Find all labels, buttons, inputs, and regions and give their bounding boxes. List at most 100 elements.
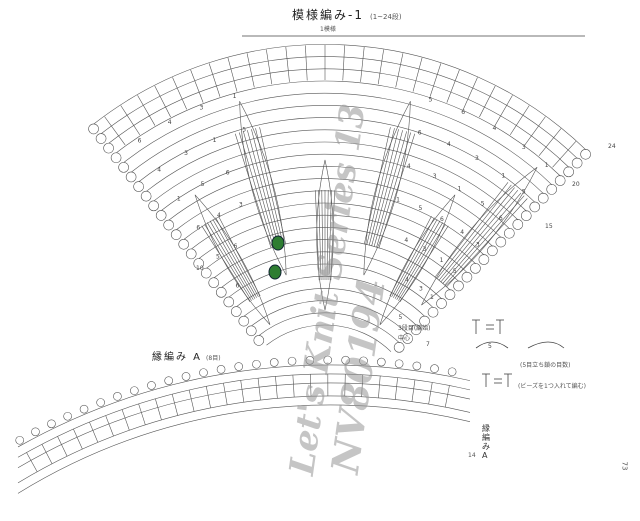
edge-scallop — [200, 267, 212, 279]
leaf-motif — [316, 159, 334, 311]
stitch-count: 3 — [522, 144, 526, 151]
symbol-legend — [472, 319, 565, 387]
row-arc — [206, 227, 459, 282]
row-arc — [228, 263, 434, 308]
stitch-count: 3 — [433, 173, 437, 180]
stitch-count: 3 — [423, 246, 427, 253]
row-label: 20 — [572, 181, 580, 188]
edging-picot — [113, 392, 122, 401]
edge-scallop — [125, 171, 137, 183]
stitch-line — [171, 394, 179, 416]
stitch-line — [479, 85, 496, 118]
stitch-line — [266, 49, 273, 85]
stitch-line — [57, 436, 68, 457]
stitch-line — [378, 375, 381, 398]
stitch-line — [89, 421, 99, 443]
stitch-line — [205, 386, 211, 408]
stitch-count: 3 — [475, 155, 479, 162]
edging-picot — [216, 365, 226, 374]
stitch-line — [440, 189, 519, 283]
stitch-count: 4 — [460, 229, 464, 236]
stitch-line — [73, 428, 83, 450]
stitch-count: 1 — [213, 137, 217, 144]
stitch-count: 5 — [453, 268, 457, 275]
edging-picot — [323, 355, 333, 365]
edging-row-label: 14 — [468, 452, 476, 459]
stitch-line — [275, 376, 278, 399]
stitch-count: 1 — [177, 195, 181, 202]
bead-icon — [268, 264, 282, 280]
leaf-motif — [421, 166, 538, 306]
edging-picot — [199, 368, 208, 377]
edging-picot — [412, 361, 422, 371]
edging-picot — [130, 386, 139, 395]
leaf-motif — [239, 101, 287, 276]
edging-picot — [252, 359, 261, 369]
edge-scallop — [103, 142, 114, 154]
stitch-count: 3 — [184, 150, 188, 157]
stitch-line — [238, 132, 274, 248]
edging-picot — [394, 359, 404, 369]
stitch-count: 6 — [499, 215, 503, 222]
stitch-count: 5 — [201, 181, 205, 188]
leaf-motif — [194, 194, 271, 325]
edge-scallop — [504, 227, 515, 239]
edging-picot — [147, 381, 156, 390]
stitch-line — [399, 225, 449, 302]
stitch-count: 1 — [501, 172, 505, 179]
edge-scallop — [571, 157, 583, 169]
edge-scallop — [110, 152, 122, 164]
stitch-line — [378, 133, 416, 249]
row-arc — [198, 214, 468, 273]
edge-scallop — [478, 254, 490, 265]
stitch-line — [393, 219, 438, 298]
row-arc — [176, 178, 493, 247]
row-arc — [243, 288, 417, 326]
stitch-line — [104, 116, 126, 146]
stitch-count: 4 — [405, 276, 409, 283]
stitch-line — [305, 45, 308, 81]
leaf-motif — [363, 101, 411, 276]
stitch-count: 4 — [157, 166, 161, 173]
stitch-line — [394, 377, 398, 400]
edge-scallop — [230, 306, 242, 317]
stitch-line — [538, 128, 562, 156]
edging-picot — [47, 419, 56, 429]
stitch-line — [121, 409, 130, 431]
edging-picot — [359, 356, 368, 366]
edge-scallop — [419, 315, 430, 327]
stitch-count: 6 — [138, 137, 142, 144]
stitch-line — [315, 190, 320, 281]
row-label: 7 — [426, 341, 430, 348]
bead-icons — [268, 235, 285, 280]
row-label: 15 — [545, 223, 553, 230]
edge-scallop — [487, 245, 498, 257]
edge-scallop — [253, 335, 265, 346]
stitch-line — [376, 132, 412, 248]
stitch-line — [434, 182, 509, 278]
stitch-line — [429, 63, 442, 97]
legend-chain-count: 5 — [488, 343, 492, 350]
edge-scallop — [215, 287, 227, 298]
stitch-count: 3 — [419, 286, 423, 293]
stitch-line — [246, 53, 255, 88]
stitch-line — [206, 222, 254, 300]
edging-picot — [15, 435, 25, 445]
stitch-line — [446, 198, 528, 288]
stitch-line — [318, 190, 322, 281]
stitch-line — [444, 195, 525, 286]
edge-scallop — [246, 325, 257, 337]
edge-scallop — [470, 263, 481, 274]
row-arc — [123, 92, 553, 186]
stitch-line — [227, 57, 238, 92]
edging-picot — [31, 427, 40, 437]
edge-scallop — [185, 248, 197, 260]
edge-scallop — [133, 181, 144, 192]
stitch-line — [188, 389, 195, 412]
stitch-count: 5 — [398, 314, 402, 321]
row-arc — [236, 275, 426, 317]
stitch-count: 5 — [216, 253, 220, 260]
row-arc — [131, 105, 544, 194]
edging-picot — [287, 356, 297, 366]
stitch-line — [360, 47, 365, 82]
